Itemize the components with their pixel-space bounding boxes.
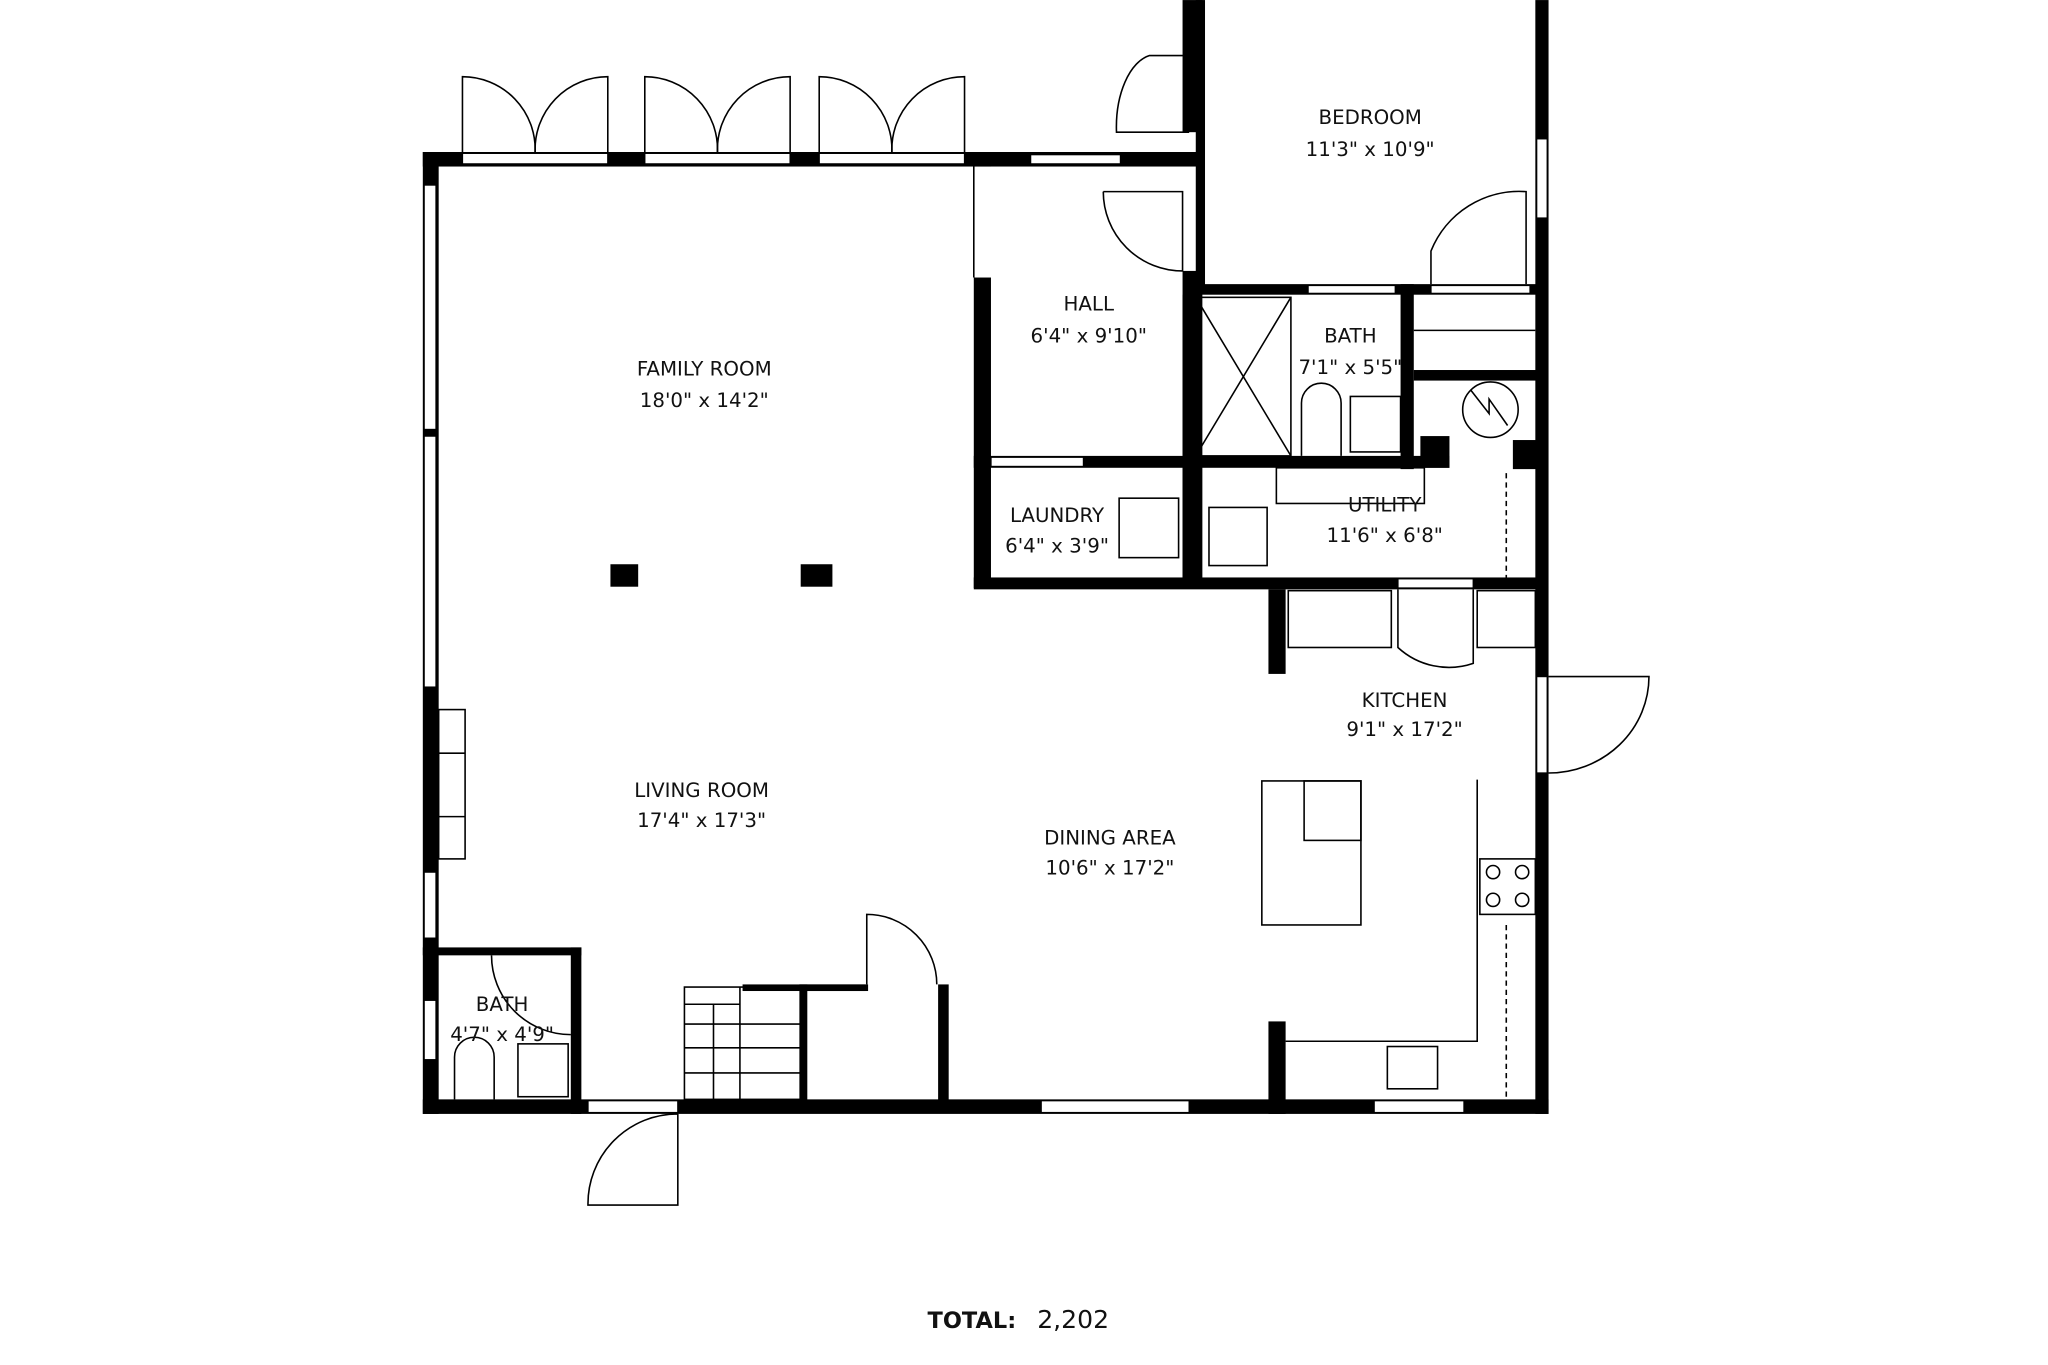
- room-name: BATH: [476, 993, 529, 1016]
- room-name: LAUNDRY: [1010, 504, 1105, 527]
- room-size: 11'6" x 6'8": [1327, 524, 1443, 547]
- room-name: DINING AREA: [1044, 826, 1176, 849]
- room-name: UTILITY: [1348, 493, 1422, 516]
- room-name: FAMILY ROOM: [637, 357, 772, 380]
- fixtures: [437, 296, 1537, 1100]
- room-size: 10'6" x 17'2": [1045, 857, 1174, 880]
- room-size: 6'4" x 9'10": [1031, 324, 1147, 347]
- total-label: TOTAL:: [928, 1308, 1017, 1334]
- room-size: 7'1" x 5'5": [1298, 356, 1402, 379]
- total-value: 2,202: [1037, 1305, 1109, 1334]
- walls: [422, 0, 1549, 1114]
- room-size: 9'1" x 17'2": [1346, 718, 1462, 741]
- room-size: 4'7" x 4'9": [450, 1023, 554, 1046]
- room-size: 11'3" x 10'9": [1306, 138, 1435, 161]
- room-name: BATH: [1324, 324, 1377, 347]
- room-name: BEDROOM: [1319, 106, 1422, 129]
- room-size: 17'4" x 17'3": [637, 809, 766, 832]
- room-size: 18'0" x 14'2": [640, 389, 769, 412]
- room-name: KITCHEN: [1362, 689, 1448, 712]
- room-size: 6'4" x 3'9": [1005, 534, 1109, 557]
- room-labels: BEDROOM 11'3" x 10'9" HALL 6'4" x 9'10" …: [450, 106, 1463, 1046]
- room-name: LIVING ROOM: [634, 779, 769, 802]
- room-name: HALL: [1063, 293, 1114, 316]
- doors: [461, 54, 1650, 1206]
